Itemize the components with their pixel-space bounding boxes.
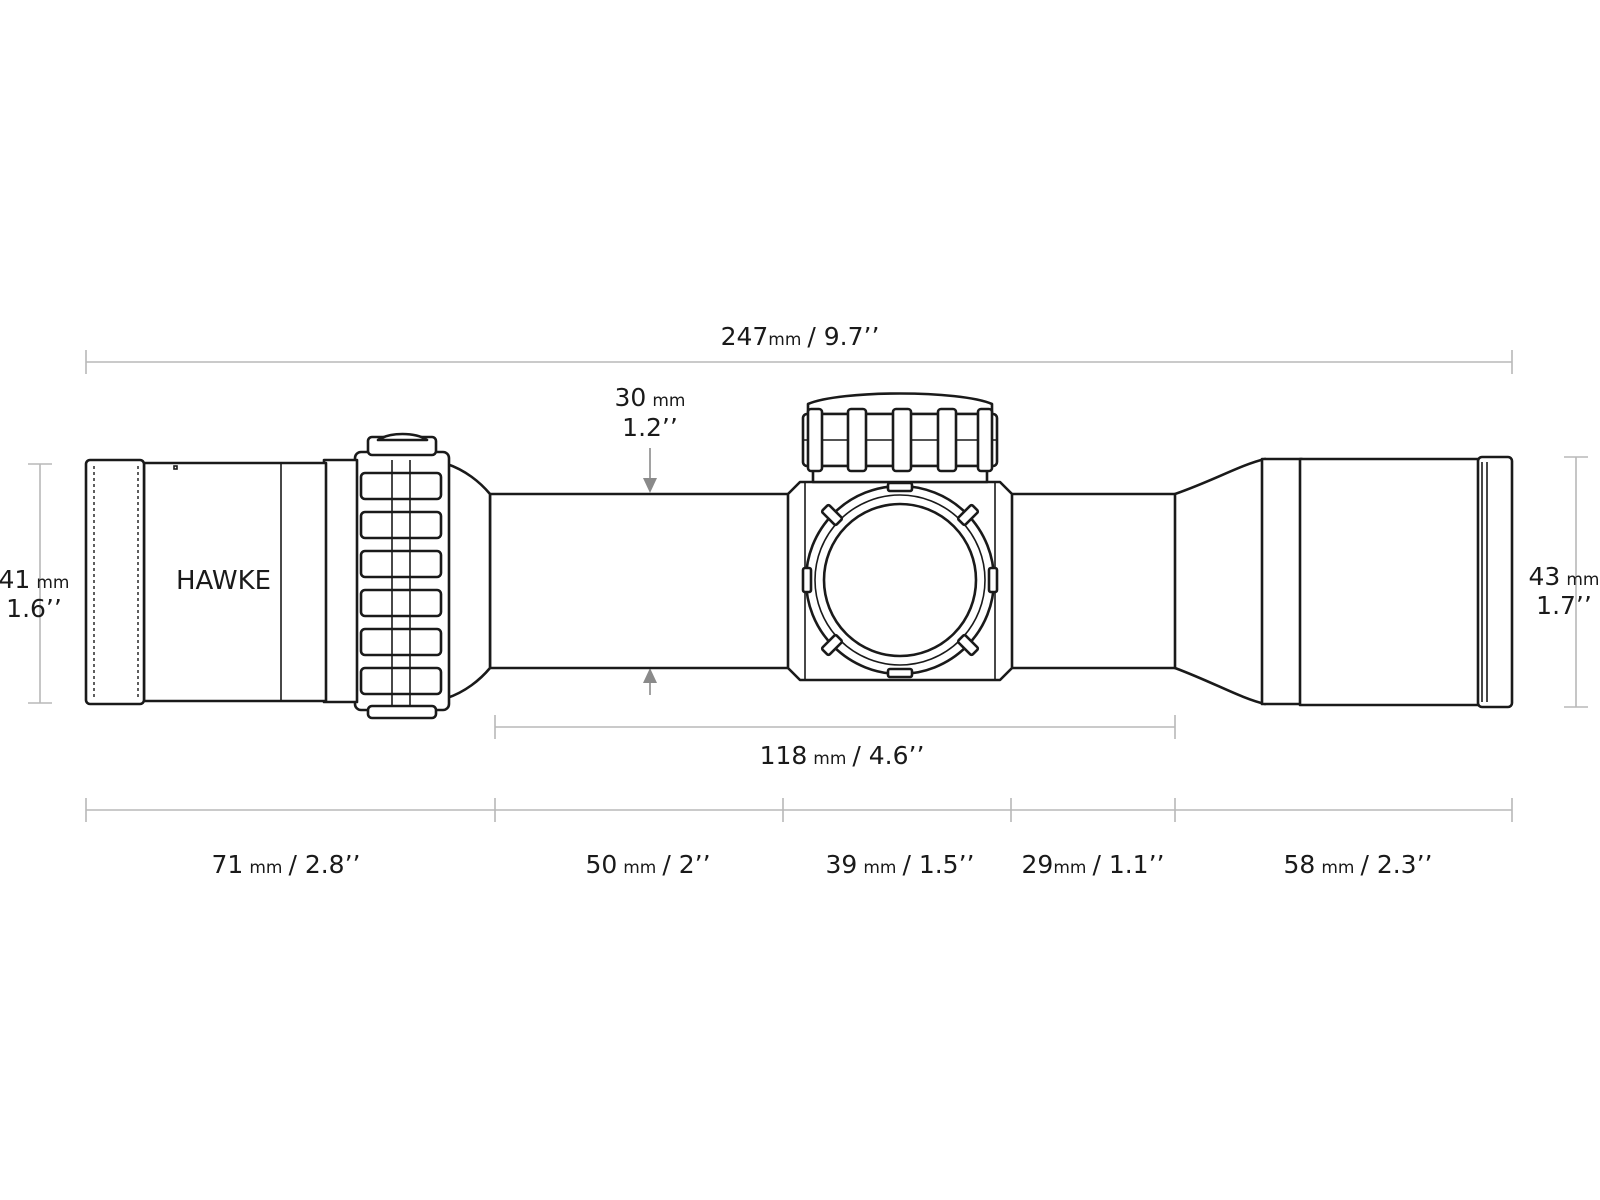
scope-tube-rear [1003, 492, 1182, 670]
down-arrow-icon [643, 478, 657, 493]
brand-logo: HAWKE [176, 566, 271, 596]
eyepiece-body [142, 461, 328, 703]
objective-cap [1476, 455, 1514, 709]
objective-bell [1173, 457, 1267, 706]
eyepiece-bell [445, 462, 492, 700]
eyepiece-diameter-imperial: 1.6’’ [6, 594, 62, 623]
rifle-scope-drawing: HAWKE [84, 392, 1514, 720]
objective-housing [1260, 457, 1304, 706]
turret-grip-ribs [806, 407, 994, 473]
objective-diameter-imperial: 1.7’’ [1536, 591, 1592, 620]
side-focus-knob-face [822, 502, 978, 658]
ocular-eyecup [84, 458, 146, 706]
side-knob-notches [801, 481, 999, 679]
scope-tube-front [488, 492, 792, 670]
segment-label-4: 29mm/ 1.1’’ [1022, 850, 1165, 879]
elevation-turret [801, 392, 999, 484]
overall-length-label: 247mm/ 9.7’’ [721, 322, 880, 351]
overall-length-dimension: 247mm/ 9.7’’ [85, 322, 1513, 374]
objective-barrel [1298, 457, 1482, 707]
magnification-ring [353, 432, 451, 720]
up-arrow-icon [643, 668, 657, 683]
tube-diameter-imperial: 1.2’’ [622, 413, 678, 442]
eyepiece-collar [322, 458, 359, 704]
